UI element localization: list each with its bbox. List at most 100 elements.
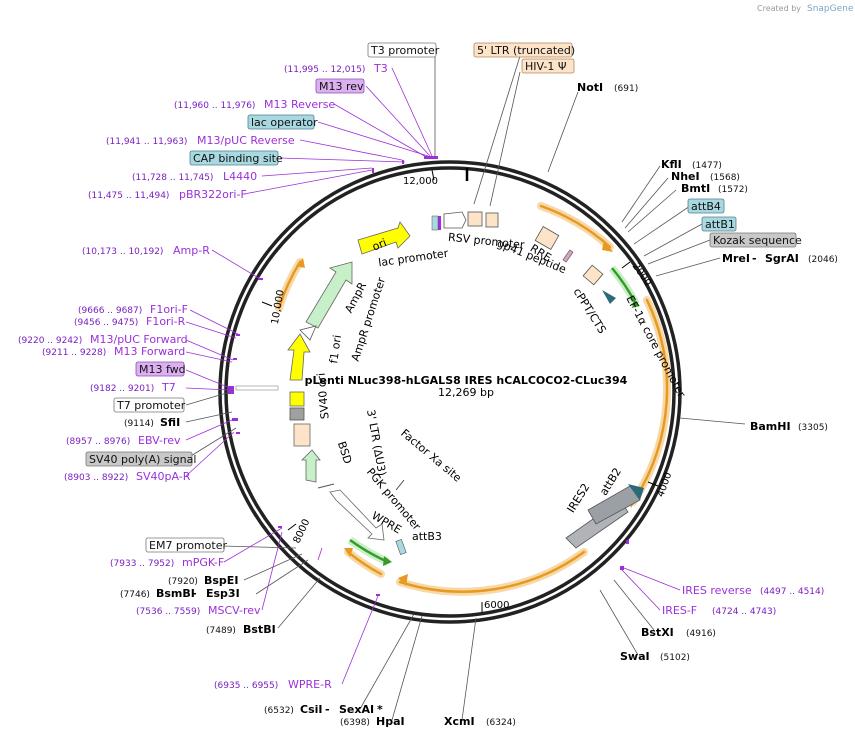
enzyme-bmti: BmtI (681, 182, 710, 195)
green-arrowhead-2 (383, 556, 392, 566)
ltr3-peach (293, 423, 311, 447)
primer-m13-puc-reverse: M13/pUC Reverse (197, 134, 295, 147)
m13-fwd-box (135, 361, 185, 377)
t7-bar (235, 385, 279, 391)
attb1-box (701, 216, 737, 232)
t3-promoter-label: T3 promoter (370, 44, 440, 57)
factor-xa-tick (317, 483, 335, 489)
ires2-arrow (565, 484, 644, 549)
plasmid-name: pLenti NLuc398-hLGALS8 IRES hCALCOCO2-CL… (305, 374, 628, 387)
primer-ebv-rev: EBV-rev (138, 434, 181, 447)
enzyme-pos-csii: (6532) (264, 706, 294, 716)
kozak-box (709, 232, 797, 248)
primer-pos-f1ori-f: (9666 .. 9687) (78, 306, 142, 316)
primer-pos-mscv-rev: (7536 .. 7559) (136, 607, 200, 617)
feat-factor-xa: Factor Xa site (398, 427, 464, 485)
tick-10000: 10,000 (270, 289, 287, 325)
primer-amp-r: Amp-R (173, 244, 210, 257)
enzyme-sfii: SfiI (160, 416, 180, 429)
primer-t3: T3 (373, 62, 388, 75)
enzyme-kfli: KflI (661, 158, 682, 171)
boxed-labels: T3 promoter 5' LTR (truncated) HIV-1 Ψ M… (85, 42, 802, 553)
primer-t7: T7 (161, 381, 176, 394)
orf-arc-3-line (398, 550, 586, 593)
primer-labels: (11,995 .. 12,015) T3 (11,960 .. 11,976)… (18, 62, 824, 691)
feat-ef1a: EF-1α core promoter (623, 293, 688, 400)
enzyme-bstxi: BstXI (641, 626, 674, 639)
t3-promoter-box (367, 42, 437, 58)
ltr-trunc-label: 5' LTR (truncated) (477, 44, 575, 57)
enzyme-pos-bstbi: (7489) (206, 626, 236, 636)
t7-promoter-label: T7 promoter (116, 399, 186, 412)
enzyme-sgrai: SgrAI (765, 252, 799, 265)
primer-m13-forward: M13 Forward (114, 345, 185, 358)
gp41-mark (562, 249, 574, 263)
primer-f1ori-f: F1ori-F (150, 303, 188, 316)
enzyme-pos-nhei: (1568) (710, 173, 740, 183)
enzyme-noti: NotI (577, 81, 603, 94)
m13-rev-label: M13 rev (319, 80, 364, 93)
rsv-box (467, 211, 483, 227)
backbone-inner (224, 166, 676, 618)
primer-pos-wpre-r: (6935 .. 6955) (214, 681, 278, 691)
enzyme-nhei: NheI (671, 170, 700, 183)
enzyme-hpai: HpaI (376, 715, 405, 728)
enzyme-bsmbi: BsmBI (156, 587, 195, 600)
enzyme-bamhi: BamHI (750, 420, 791, 433)
primer-m13-puc-forward: M13/pUC Forward (90, 333, 188, 346)
enzyme-csii: CsiI (300, 703, 322, 716)
orf-arc-3 (396, 548, 588, 596)
enzyme-sep-mrei: - (752, 252, 757, 265)
attb4-label: attB4 (691, 200, 721, 213)
em7-promoter-label: EM7 promoter (149, 539, 227, 552)
backbone-outer (218, 160, 682, 624)
enzyme-pos-bstxi: (4916) (686, 629, 716, 639)
enzyme-pos-xcmi: (6324) (486, 718, 516, 728)
primer-pos-ires-f: (4724 .. 4743) (712, 607, 776, 617)
lac-mark-2 (438, 216, 441, 230)
leader-lines-purple (185, 67, 681, 685)
psi-box (485, 212, 499, 228)
tick-8000: 8000 (292, 518, 313, 546)
leader-lines-gray (185, 55, 746, 721)
ampr-promoter-mark (299, 325, 317, 341)
green-arrowhead-1 (632, 300, 640, 308)
primer-f1ori-r: F1ori-R (146, 315, 186, 328)
enzyme-pos-bspei: (7920) (168, 577, 198, 587)
m13-fwd-label: M13 fwd (139, 363, 186, 376)
enzyme-pos-noti: (691) (614, 84, 638, 94)
hiv-psi-label: HIV-1 Ψ (525, 60, 567, 73)
t7-promoter-box (113, 397, 185, 413)
kozak-label: Kozak sequence (713, 234, 802, 247)
em7-promoter-box (145, 537, 225, 553)
primer-pos-l4440: (11,728 .. 11,745) (132, 173, 213, 183)
plasmid-size: 12,269 bp (438, 386, 494, 399)
primer-m13-reverse: M13 Reverse (264, 98, 335, 111)
f1-ori-arrow (287, 333, 311, 381)
primer-pos-pbr322ori-f: (11,475 .. 11,494) (88, 191, 169, 201)
primer-pos-m13-puc-forward: (9220 .. 9242) (18, 336, 82, 346)
enzyme-sep-csii: - (325, 703, 330, 716)
lac-operator-box (247, 114, 315, 130)
enzyme-pos-swai: (5102) (660, 653, 690, 663)
enzyme-sep-bsmbi: - (192, 587, 197, 600)
primer-pos-f1ori-r: (9456 .. 9475) (74, 318, 138, 328)
m13-rev-box (315, 78, 365, 94)
attb1-label: attB1 (705, 218, 735, 231)
ltr3-box (289, 407, 305, 421)
primer-pos-ires-reverse: (4497 .. 4514) (760, 587, 824, 597)
tick-12000: 12,000 (403, 176, 438, 187)
feat-attb3: attB3 (412, 530, 442, 543)
rre-box (534, 226, 560, 250)
primer-pos-m13-reverse: (11,960 .. 11,976) (174, 101, 255, 111)
lac-operator-label: lac operator (251, 116, 318, 129)
primer-pos-m13-forward: (9211 .. 9228) (42, 348, 106, 358)
tick-6000: 6000 (484, 600, 509, 611)
lac-promoter-arrow (443, 211, 467, 229)
primer-pos-m13-puc-reverse: (11,941 .. 11,963) (106, 137, 187, 147)
pgk-arrow (329, 489, 385, 541)
enzyme-bstbi: BstBI (243, 623, 276, 636)
factor-xa-leader (395, 479, 405, 491)
feat-f1-ori: f1 ori (327, 334, 344, 364)
